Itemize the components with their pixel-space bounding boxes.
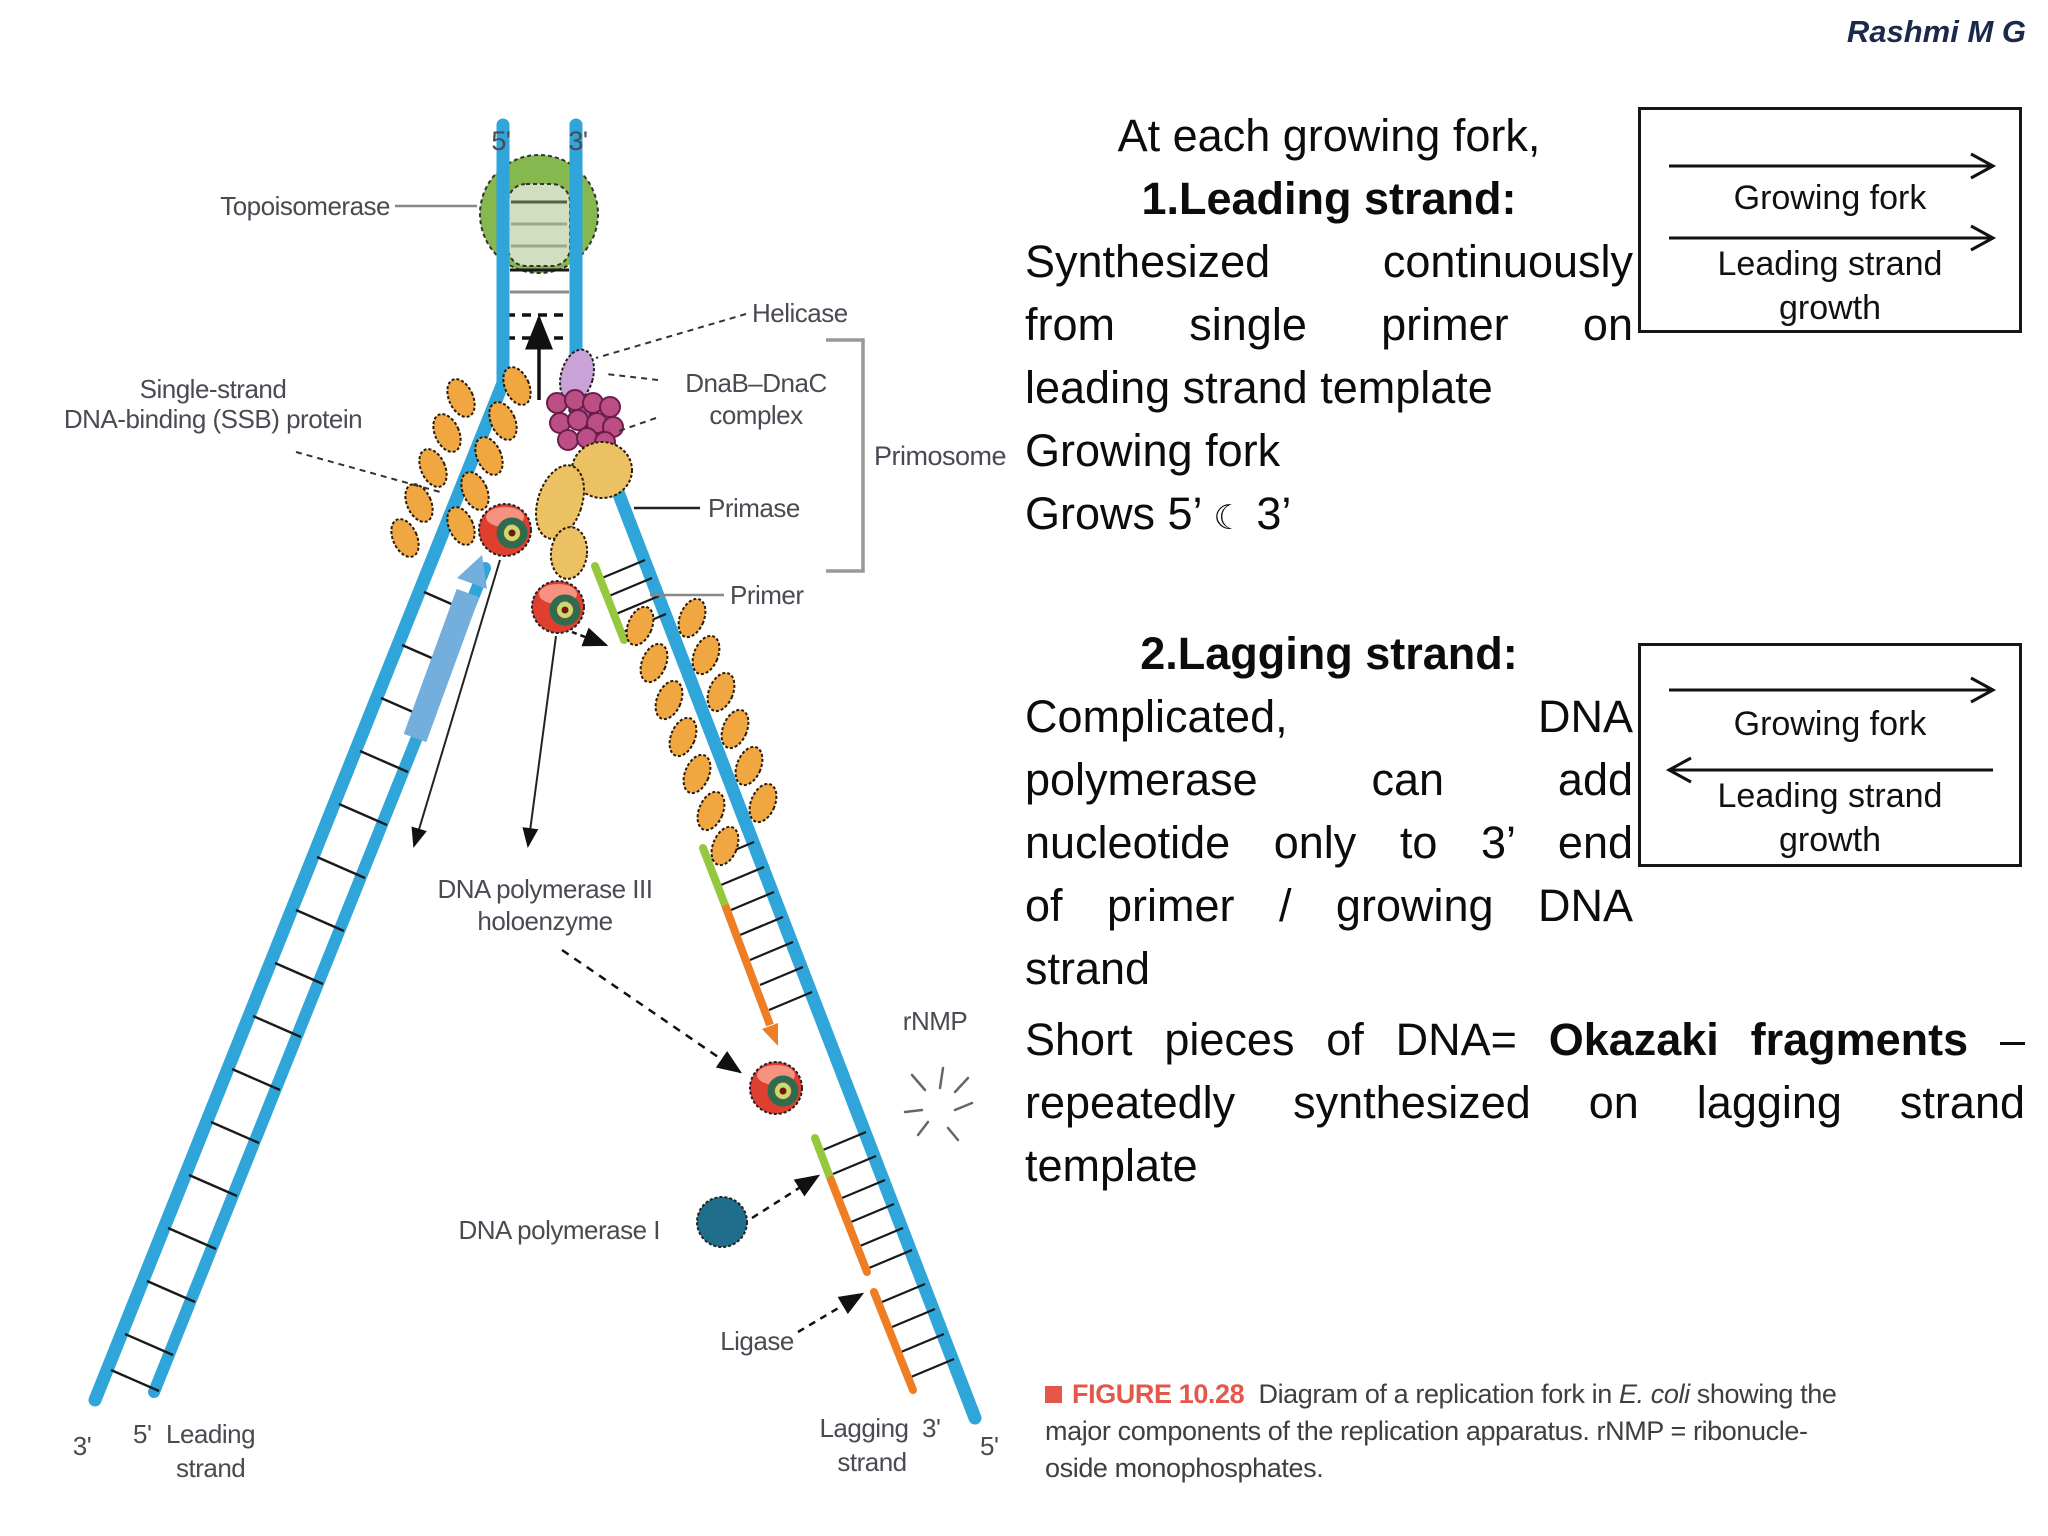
growth-arrows-2: [1665, 676, 1997, 784]
red-square-icon: [1045, 1386, 1062, 1403]
grows-line: Grows 5’ ☾ 3’: [1025, 488, 1292, 539]
ssb-proteins-leading: [390, 366, 532, 558]
okazaki-line-2: repeatedly synthesized on lagging strand: [1025, 1077, 2025, 1128]
growing-fork-box-lagging: Growing fork Leading strand growth: [1638, 643, 2022, 867]
dnab-dnac-shape: [546, 389, 624, 453]
figure-number: FIGURE 10.28: [1072, 1379, 1245, 1409]
fork-movement-zone: [506, 268, 572, 400]
label-3prime-bottom-left: 3': [73, 1431, 91, 1461]
okazaki-notes: Short pieces of DNA= Okazaki fragments –…: [1025, 1008, 2025, 1197]
label-5prime-bottom-right: 5': [980, 1431, 998, 1461]
label-ligase: Ligase: [720, 1326, 794, 1356]
leading-template-strand: [88, 118, 510, 1407]
label-3prime-bottom-right: 3': [922, 1413, 940, 1443]
okazaki-fragment-4: [870, 1282, 955, 1394]
dna-polymerase-3-lagging: [750, 1062, 802, 1114]
label-5prime-bottom-left: 5': [133, 1419, 151, 1449]
label-dnab-dnac-1: DnaB–DnaC: [685, 368, 826, 398]
okazaki-line-1: Short pieces of DNA= Okazaki fragments –: [1025, 1014, 2026, 1065]
lagging-strand-notes: 2.Lagging strand: Complicated, DNA polym…: [1025, 622, 1633, 1000]
label-leading-1: Leading: [166, 1419, 255, 1449]
okazaki-bold: Okazaki fragments: [1548, 1014, 1969, 1065]
figure-caption: FIGURE 10.28 Diagram of a replication fo…: [1045, 1376, 1985, 1487]
okazaki-fragment-2: [699, 840, 813, 1046]
caption-line-3: oside monophosphates.: [1045, 1453, 1324, 1483]
leading-body-line: from single primer on: [1025, 299, 1633, 350]
lagging-body-line: strand: [1025, 943, 1151, 994]
leading-heading: 1.Leading strand:: [1141, 173, 1517, 224]
leading-strand-growth-label: Leading strand growth: [1717, 245, 1943, 327]
lagging-body-line: Complicated, DNA: [1025, 691, 1633, 742]
author-credit: Rashmi M G: [1846, 14, 2026, 49]
growing-fork-label: Growing fork: [1733, 179, 1927, 217]
label-rnmp: rNMP: [903, 1006, 967, 1036]
lagging-body-line: nucleotide only to 3’ end: [1025, 817, 1633, 868]
label-pol3-2: holoenzyme: [477, 906, 612, 936]
leading-body-line: Synthesized continuously: [1025, 236, 1633, 287]
label-3prime-top: 3': [568, 126, 587, 156]
label-primosome: Primosome: [874, 441, 1006, 471]
lagging-body-line: polymerase can add: [1025, 754, 1633, 805]
growing-fork-box-leading: Growing fork Leading strand growth: [1638, 107, 2022, 333]
growth-arrows-1: [1669, 152, 1997, 252]
label-leaders: [295, 204, 865, 1334]
label-primase: Primase: [708, 493, 800, 523]
label-leading-2: strand: [176, 1453, 245, 1483]
label-ssb-2: DNA-binding (SSB) protein: [64, 404, 362, 434]
leading-growth-arrow: [403, 555, 487, 743]
label-primer: Primer: [730, 580, 804, 610]
label-ssb-1: Single-strand: [140, 374, 287, 404]
okazaki-line-3: template: [1025, 1140, 1198, 1191]
label-dnab-dnac-2: complex: [709, 400, 803, 430]
growing-fork-line: Growing fork: [1025, 425, 1281, 476]
leading-strand-growth-label: Leading strand growth: [1717, 777, 1943, 859]
label-5prime-top: 5': [491, 126, 510, 156]
dna-polymerase-3-mid: [532, 581, 584, 633]
ssb-proteins-lagging: [625, 597, 778, 867]
crescent-symbol: ☾: [1213, 499, 1244, 537]
label-helicase: Helicase: [752, 298, 848, 328]
leading-body-line: leading strand template: [1025, 362, 1493, 413]
label-pol3-1: DNA polymerase III: [438, 874, 653, 904]
lagging-heading: 2.Lagging strand:: [1140, 628, 1518, 679]
lagging-body-line: of primer / growing DNA: [1025, 880, 1633, 931]
growing-fork-label: Growing fork: [1733, 705, 1927, 743]
label-lagging-1: Lagging: [819, 1413, 908, 1443]
replication-fork-diagram: 5' 3' Topoisomerase Helicase DnaB–DnaC c…: [64, 118, 1007, 1483]
dna-polymerase-1-shape: [696, 1196, 748, 1248]
dna-polymerase-3-left: [479, 504, 531, 556]
rnmp-starburst: [903, 1066, 974, 1142]
leading-strand-notes: At each growing fork, 1.Leading strand: …: [1025, 104, 1633, 550]
caption-line-1: FIGURE 10.28 Diagram of a replication fo…: [1045, 1376, 1985, 1413]
caption-line-2: major components of the replication appa…: [1045, 1416, 1808, 1446]
label-topoisomerase: Topoisomerase: [220, 191, 390, 221]
label-lagging-2: strand: [837, 1447, 906, 1477]
okazaki-fragment-3: [811, 1130, 913, 1276]
intro-line: At each growing fork,: [1117, 110, 1541, 161]
primase-shape: [535, 441, 633, 580]
label-pol1: DNA polymerase I: [458, 1215, 660, 1245]
